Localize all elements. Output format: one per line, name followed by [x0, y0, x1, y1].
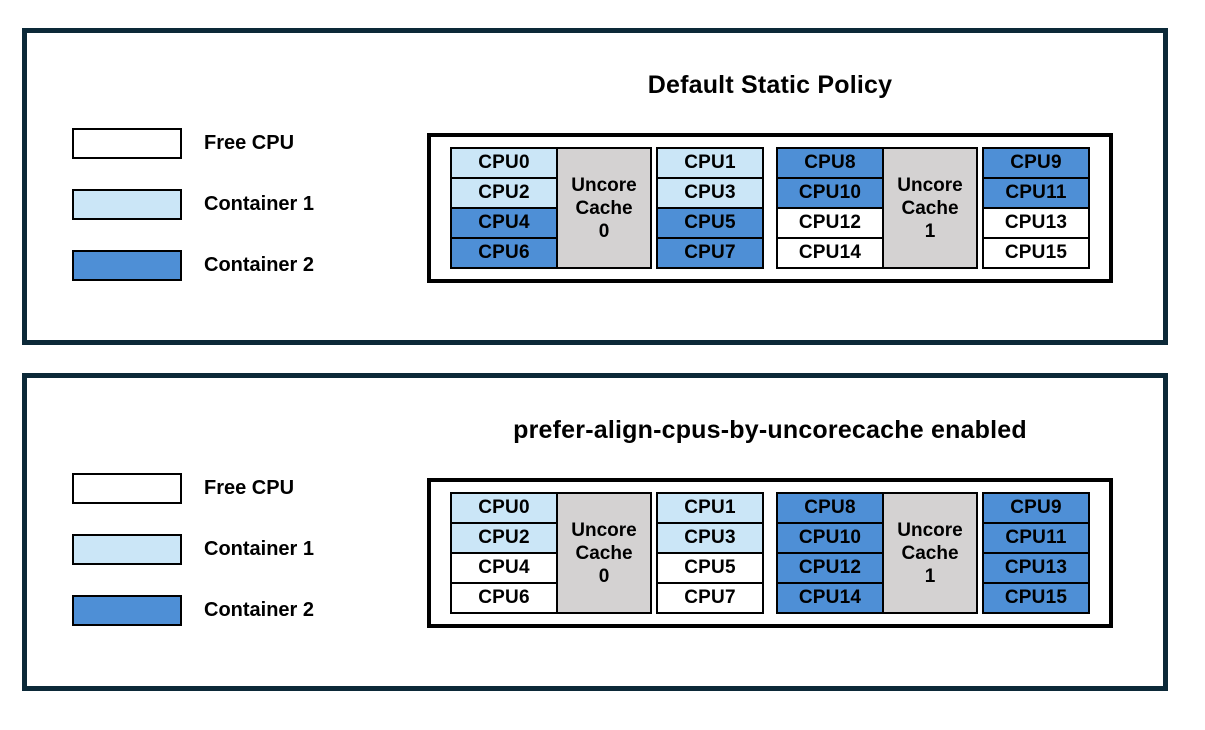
panel-prefer-align-cpus-by-uncorecache: prefer-align-cpus-by-uncorecache enabled…	[22, 373, 1168, 691]
cpu-cell-cpu11: CPU11	[984, 524, 1088, 552]
cpu-cell-cpu5: CPU5	[658, 554, 762, 582]
cpu-cell-cpu15: CPU15	[984, 239, 1088, 267]
legend-label: Container 1	[204, 538, 315, 560]
legend-swatch-container2	[72, 595, 182, 626]
legend-label: Free CPU	[204, 477, 295, 499]
panel-default-static-policy: Default Static Policy Free CPU Container …	[22, 28, 1168, 345]
cpu-cell-cpu13: CPU13	[984, 209, 1088, 237]
legend-swatch-container1	[72, 189, 182, 220]
legend-item: Container 2	[72, 595, 314, 626]
legend-label: Free CPU	[204, 132, 295, 154]
uncore-cache-label: 1	[924, 565, 936, 587]
cpu-cell-cpu7: CPU7	[658, 239, 762, 267]
legend-item: Container 1	[72, 534, 314, 565]
uncore-cache-label: 0	[598, 565, 610, 587]
legend-label: Container 1	[204, 193, 315, 215]
cpu-cell-cpu0: CPU0	[452, 149, 556, 177]
cpu-cell-cpu4: CPU4	[452, 209, 556, 237]
cpu-cell-cpu14: CPU14	[778, 584, 882, 612]
legend-swatch-container1	[72, 534, 182, 565]
cpu-cell-cpu2: CPU2	[452, 524, 556, 552]
cpu-cell-cpu2: CPU2	[452, 179, 556, 207]
legend-swatch-free	[72, 128, 182, 159]
cpu-cell-cpu15: CPU15	[984, 584, 1088, 612]
legend-label: Container 2	[204, 254, 315, 276]
legend-item: Free CPU	[72, 473, 314, 504]
uncore-cache-label: Uncore	[571, 519, 637, 541]
legend-swatch-free	[72, 473, 182, 504]
legend-item: Free CPU	[72, 128, 314, 159]
uncore-cache-label: Cache	[901, 197, 959, 219]
legend-label: Container 2	[204, 599, 315, 621]
uncore-cache-label: Cache	[575, 542, 633, 564]
cpu-cell-cpu4: CPU4	[452, 554, 556, 582]
cpu-cell-cpu10: CPU10	[778, 524, 882, 552]
cpu-cell-cpu0: CPU0	[452, 494, 556, 522]
uncore-cache-label: Uncore	[571, 174, 637, 196]
cpu-cell-cpu13: CPU13	[984, 554, 1088, 582]
cpu-cell-cpu1: CPU1	[658, 149, 762, 177]
cpu-cell-cpu5: CPU5	[658, 209, 762, 237]
cpu-cell-cpu12: CPU12	[778, 209, 882, 237]
legend-item: Container 1	[72, 189, 314, 220]
uncore-cache-label: 1	[924, 220, 936, 242]
cpu-cell-cpu6: CPU6	[452, 239, 556, 267]
cpu-cell-cpu12: CPU12	[778, 554, 882, 582]
uncore-cache-label: Cache	[575, 197, 633, 219]
uncore-cache-label: Cache	[901, 542, 959, 564]
cpu-cell-cpu10: CPU10	[778, 179, 882, 207]
cpu-cell-cpu3: CPU3	[658, 179, 762, 207]
uncore-cache-label: Uncore	[897, 174, 963, 196]
cpu-cell-cpu8: CPU8	[778, 494, 882, 522]
legend-swatch-container2	[72, 250, 182, 281]
panel-title: Default Static Policy	[647, 71, 893, 99]
cpu-cell-cpu8: CPU8	[778, 149, 882, 177]
cpu-cell-cpu9: CPU9	[984, 149, 1088, 177]
cpu-cell-cpu11: CPU11	[984, 179, 1088, 207]
cpu-cell-cpu3: CPU3	[658, 524, 762, 552]
uncore-cache-label: Uncore	[897, 519, 963, 541]
cpu-cell-cpu14: CPU14	[778, 239, 882, 267]
legend-item: Container 2	[72, 250, 314, 281]
uncore-cache-label: 0	[598, 220, 610, 242]
legend: Free CPU Container 1 Container 2	[72, 473, 314, 656]
cpu-cell-cpu9: CPU9	[984, 494, 1088, 522]
cpu-cell-cpu6: CPU6	[452, 584, 556, 612]
legend: Free CPU Container 1 Container 2	[72, 128, 314, 311]
panel-title: prefer-align-cpus-by-uncorecache enabled	[513, 416, 1027, 444]
cpu-cell-cpu7: CPU7	[658, 584, 762, 612]
cpu-cell-cpu1: CPU1	[658, 494, 762, 522]
